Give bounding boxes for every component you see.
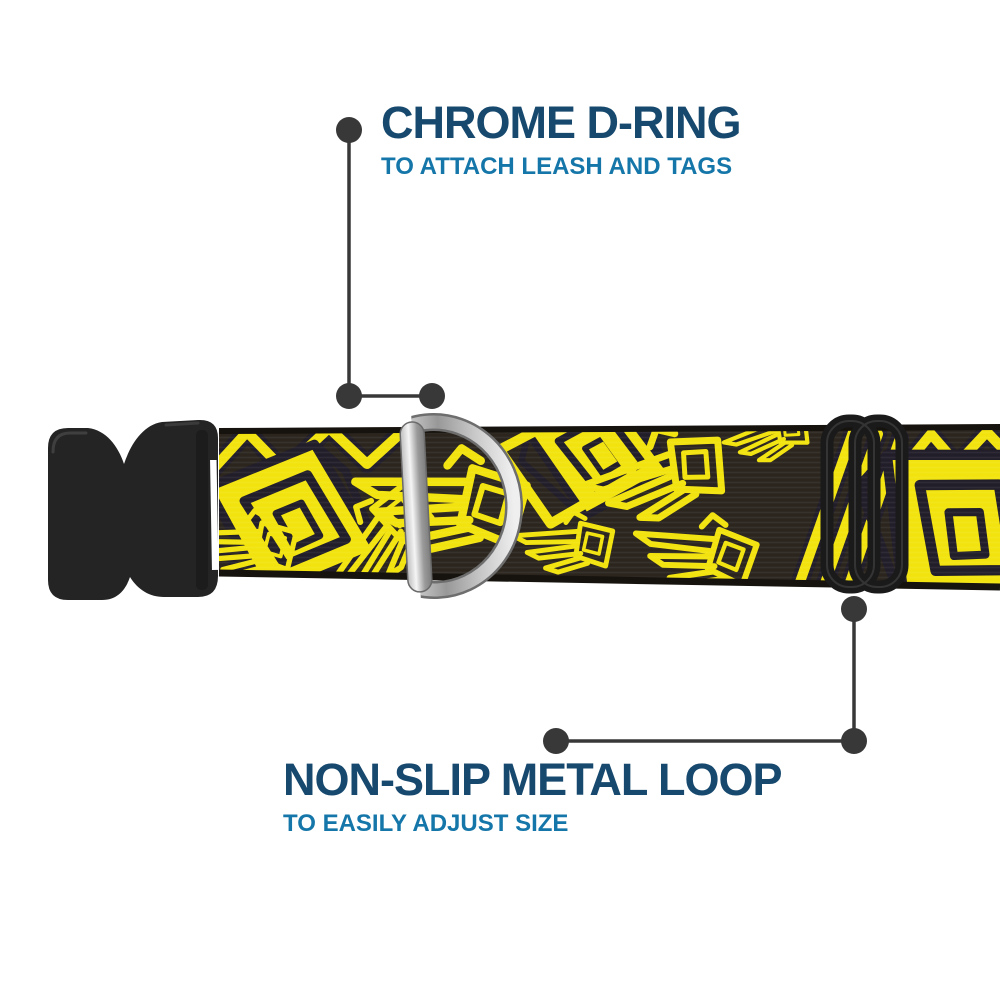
annotation-bottom: NON-SLIP METAL LOOP TO EASILY ADJUST SIZ… [283, 754, 783, 838]
annotation-bottom-subtitle: TO EASILY ADJUST SIZE [283, 810, 569, 838]
metal-slide-loop [820, 414, 909, 594]
chrome-d-ring [399, 413, 524, 599]
callout-top [336, 117, 445, 409]
buckle-slot-gap [210, 459, 219, 571]
annotation-top-subtitle: TO ATTACH LEASH AND TAGS [381, 153, 733, 181]
plastic-buckle [48, 419, 219, 600]
callout-dot [336, 117, 362, 143]
callout-dot [841, 596, 867, 622]
callout-bottom [543, 596, 867, 754]
callout-dot [336, 383, 362, 409]
annotation-top: CHROME D-RING TO ATTACH LEASH AND TAGS [381, 97, 741, 181]
callout-dot [419, 383, 445, 409]
callout-dot [841, 728, 867, 754]
annotation-bottom-title: NON-SLIP METAL LOOP [283, 754, 783, 805]
callout-dot [543, 728, 569, 754]
annotation-top-title: CHROME D-RING [381, 97, 741, 148]
